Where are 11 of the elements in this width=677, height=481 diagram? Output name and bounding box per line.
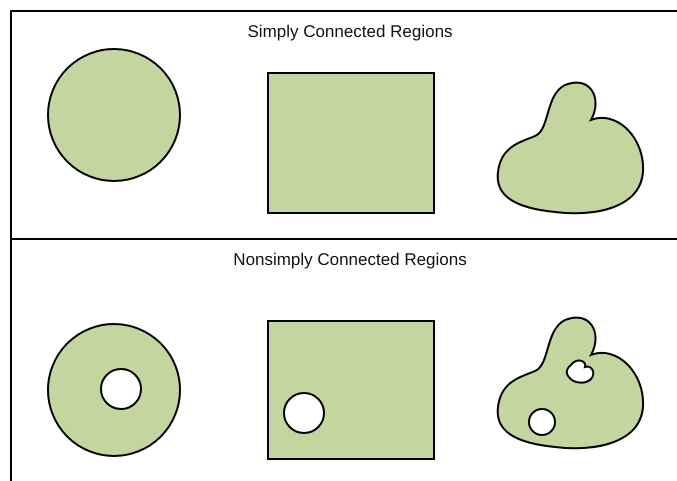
rectangle-region xyxy=(267,72,435,214)
panel-title: Nonsimply Connected Regions xyxy=(233,250,467,270)
rectangle-region xyxy=(267,320,435,460)
hole xyxy=(283,392,325,434)
hole xyxy=(565,359,595,383)
disc-region xyxy=(47,323,181,457)
disc-region xyxy=(47,48,181,182)
kidney-region xyxy=(495,80,645,215)
panel-title: Simply Connected Regions xyxy=(247,22,453,42)
hole xyxy=(100,368,142,410)
region-panel xyxy=(10,10,677,240)
